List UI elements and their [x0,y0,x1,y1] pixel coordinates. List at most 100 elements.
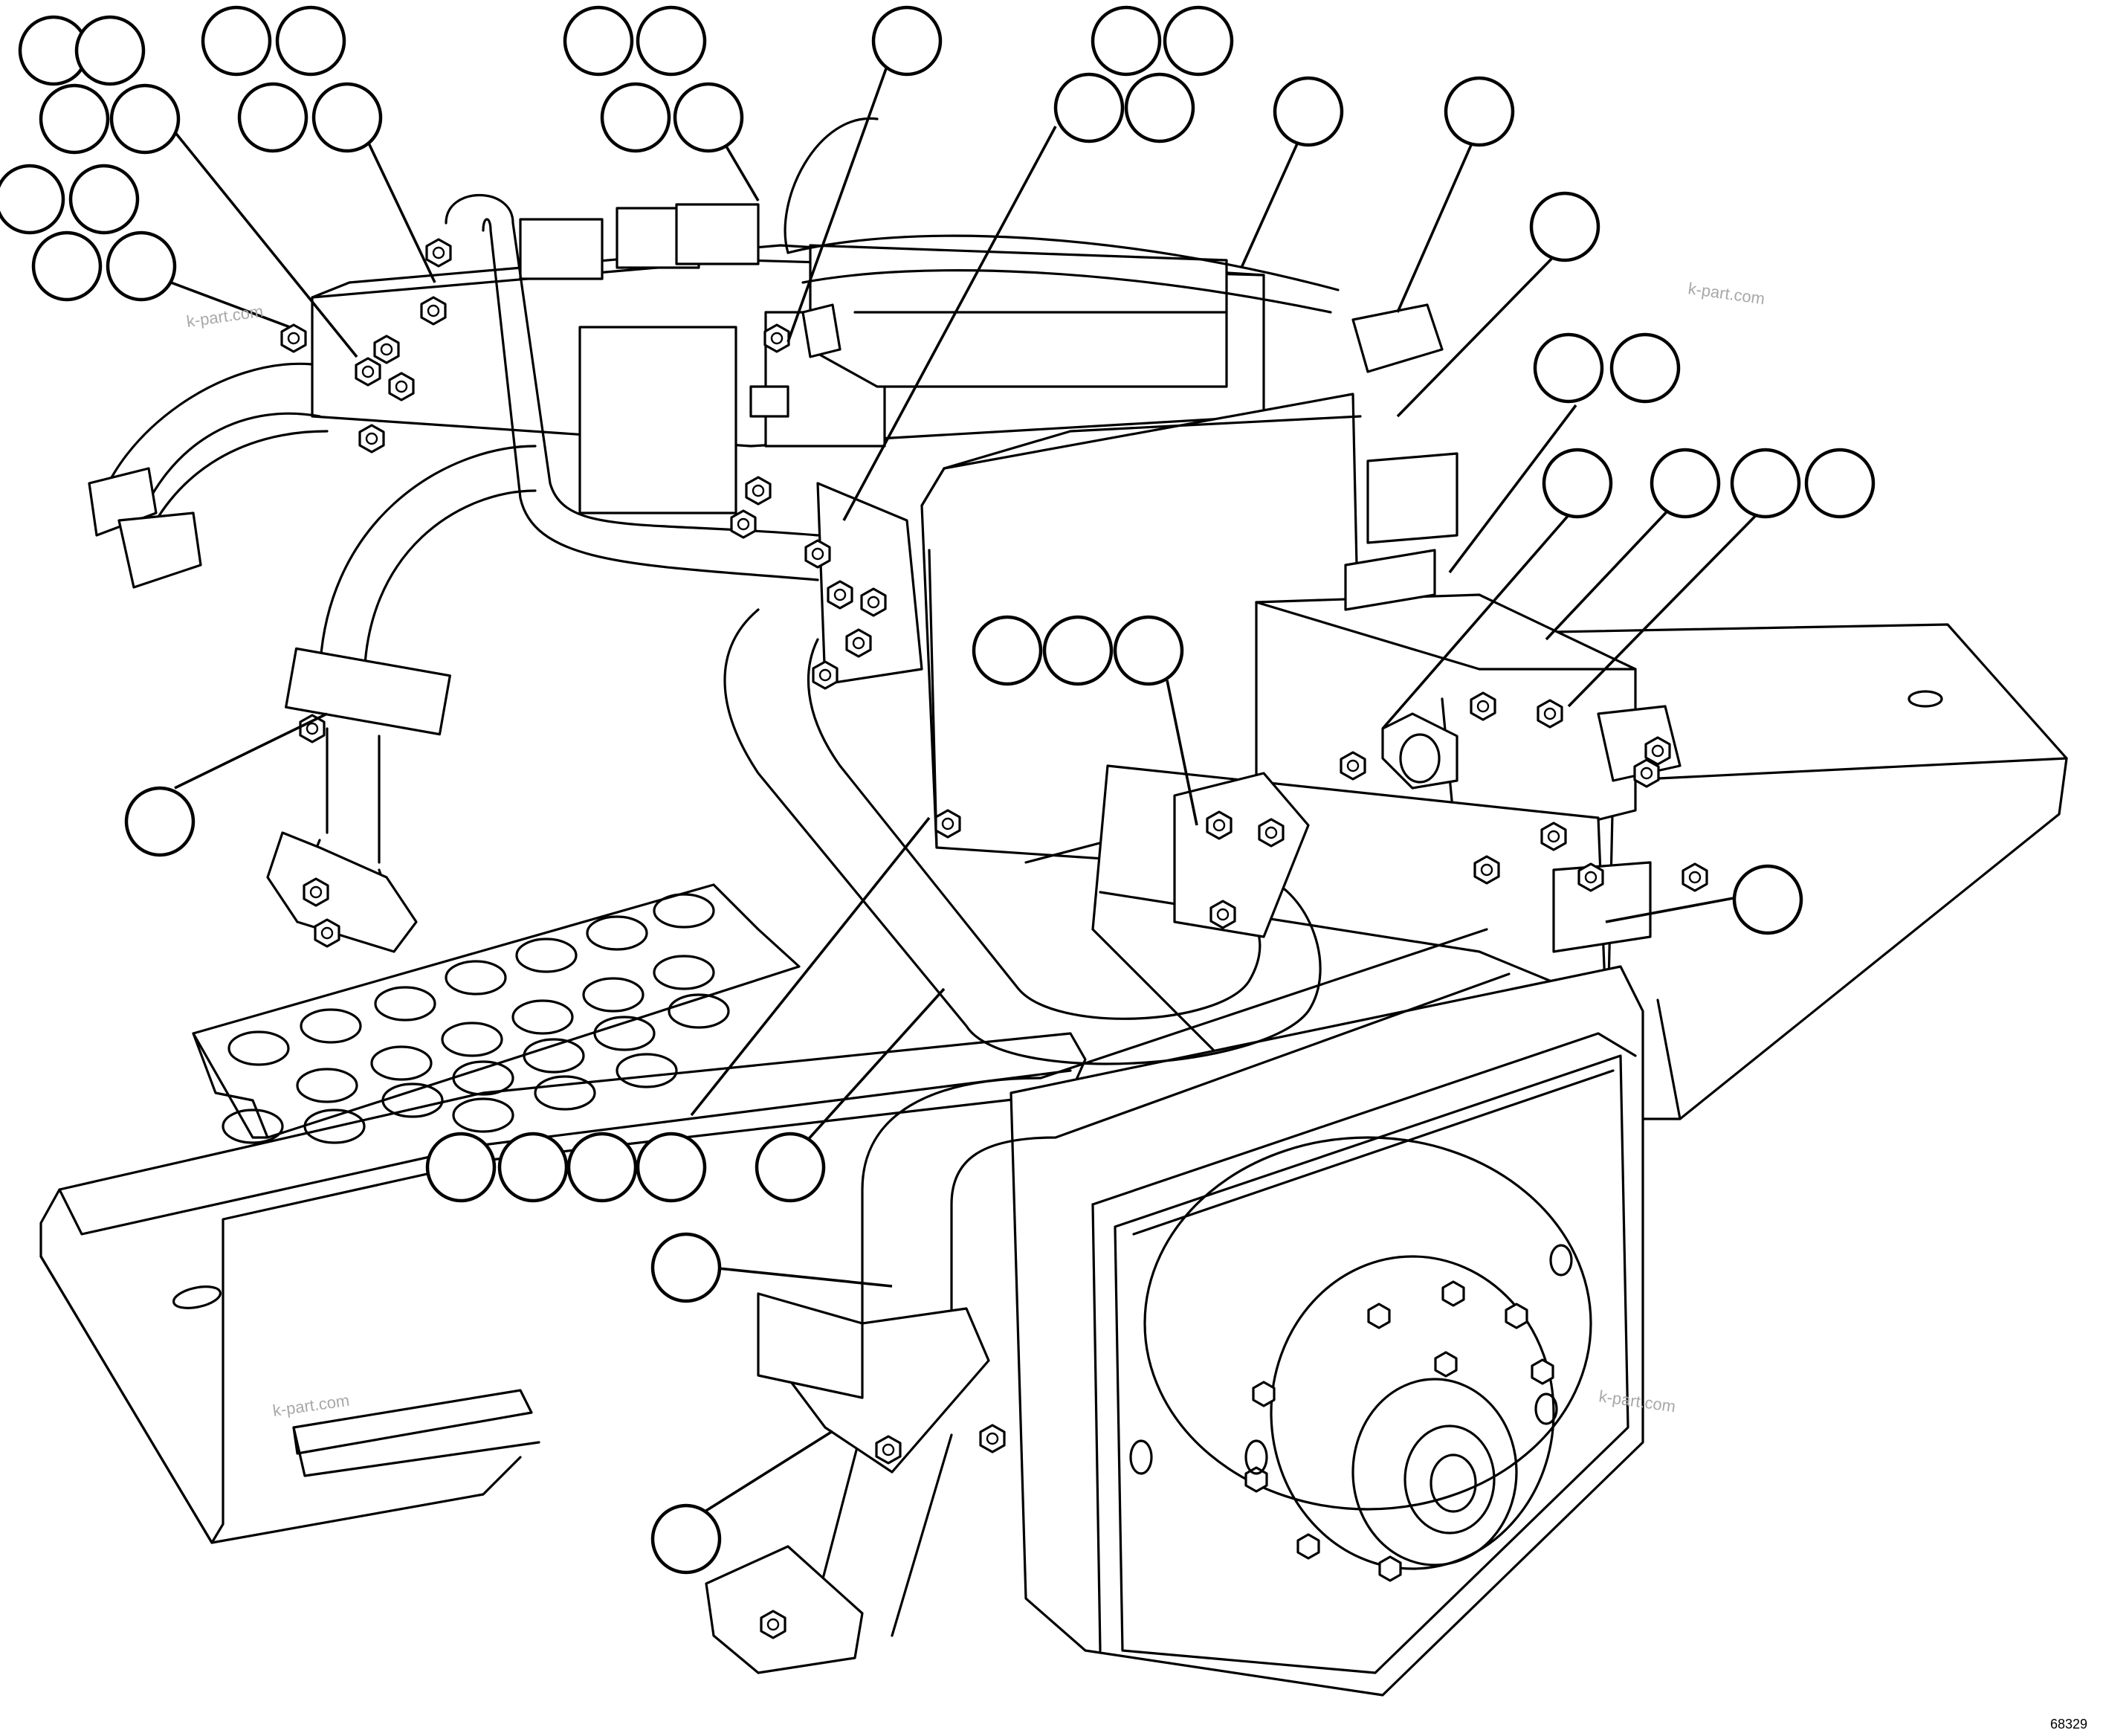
callout-circle [124,786,196,857]
bolt-center [395,380,408,393]
bolt-head [1540,822,1567,851]
perforated-plate [192,883,801,1144]
callout-circle [74,15,146,86]
bolt-head [299,714,326,743]
bolt-center [737,517,750,531]
bolt-head [1206,810,1233,840]
left-channel-rail [39,1032,1087,1544]
callout-circle [1533,332,1604,404]
flywheel-bolt [1505,1303,1528,1329]
bolt-head [763,323,790,353]
bolt-center [1212,819,1226,832]
callout-circle [1124,72,1195,143]
bolt-center [770,332,784,345]
callout-circle [1542,448,1613,519]
bolt-head [388,372,415,401]
bolt-center [882,1443,895,1456]
callout-circle [1804,448,1876,519]
bolt-head [804,539,831,569]
callout-circle [650,1232,722,1303]
plate-hole [296,1068,358,1103]
right-manifold-block [1255,452,1637,856]
bolt-head [303,877,329,907]
callout-circle [563,5,634,77]
plate-hole [668,993,730,1029]
bolt-center [1264,826,1278,839]
callout-circle [636,1132,707,1203]
plate-hole [511,999,574,1035]
callout-circle [1113,615,1184,686]
bolt-center [1476,700,1490,713]
plate-hole [222,1109,284,1144]
plate-hole [381,1082,444,1118]
bolt-head [1209,900,1236,929]
bolt-head [420,296,447,326]
plate-hole [300,1008,362,1044]
bolt-center [320,926,334,940]
bolt-center [766,1618,780,1631]
plate-hole [593,1016,656,1051]
callout-circle [31,230,103,302]
callout-circle [1529,191,1600,262]
bolt-head [373,335,400,364]
plate-hole [303,1109,366,1144]
bolt-head [355,357,381,387]
plate-hole [586,915,648,951]
callout-circle [68,164,140,235]
bolt-head [745,476,772,506]
callout-circle [1091,5,1162,77]
bolt-center [818,668,832,682]
bolt-center [1346,759,1360,772]
bolt-center [941,817,954,830]
bolt-head [1340,751,1366,781]
bolt-center [1480,863,1493,877]
bolt-head [979,1424,1006,1453]
bolt-center [867,596,880,609]
callout-circle [0,164,65,235]
bolt-head [812,660,839,690]
bolt-head [1258,818,1285,848]
plate-hole [370,1045,433,1081]
callout-circle [1650,448,1721,519]
bolt-head [358,424,385,454]
plate-hole [515,938,578,973]
callout-circle [566,1132,638,1203]
plate-hole [653,893,715,929]
bolt-head [280,323,307,353]
plate-hole [452,1060,514,1096]
bolt-head [730,509,757,539]
plate-hole [374,986,436,1022]
callout-circle [201,5,272,77]
callout-circle [650,1503,722,1575]
flywheel-bolt [1244,1466,1268,1493]
plate-hole [445,960,507,996]
bolt-center [361,365,375,378]
bolt-head [1470,691,1496,721]
bolt-head [1633,758,1660,788]
drawing-code: 68329 [2050,1717,2087,1732]
callout-circle [237,82,308,153]
bolt-center [1640,767,1653,780]
plate-hole [582,977,645,1013]
bolt-center [380,343,393,356]
callout-circles [0,5,1876,1575]
bolt-center [833,588,847,601]
callout-circle [755,1132,826,1203]
bolt-center [752,484,765,497]
callout-circle [1053,72,1125,143]
callout-circle [1163,5,1234,77]
bolt-head [425,238,452,268]
plate-hole [452,1097,514,1133]
flywheel-bolt [1531,1358,1554,1385]
bolt-head [1537,699,1563,729]
flywheel-bolt [1252,1381,1276,1407]
bolt-center [287,332,300,345]
callout-circle [1444,76,1515,147]
bolt-head [760,1610,786,1639]
plate-hole [441,1022,503,1057]
flywheel-bolt [1296,1533,1320,1560]
plate-hole [534,1075,596,1111]
callout-circle [673,82,744,153]
callout-leaders [166,51,1771,1514]
callout-circle [1732,864,1803,935]
